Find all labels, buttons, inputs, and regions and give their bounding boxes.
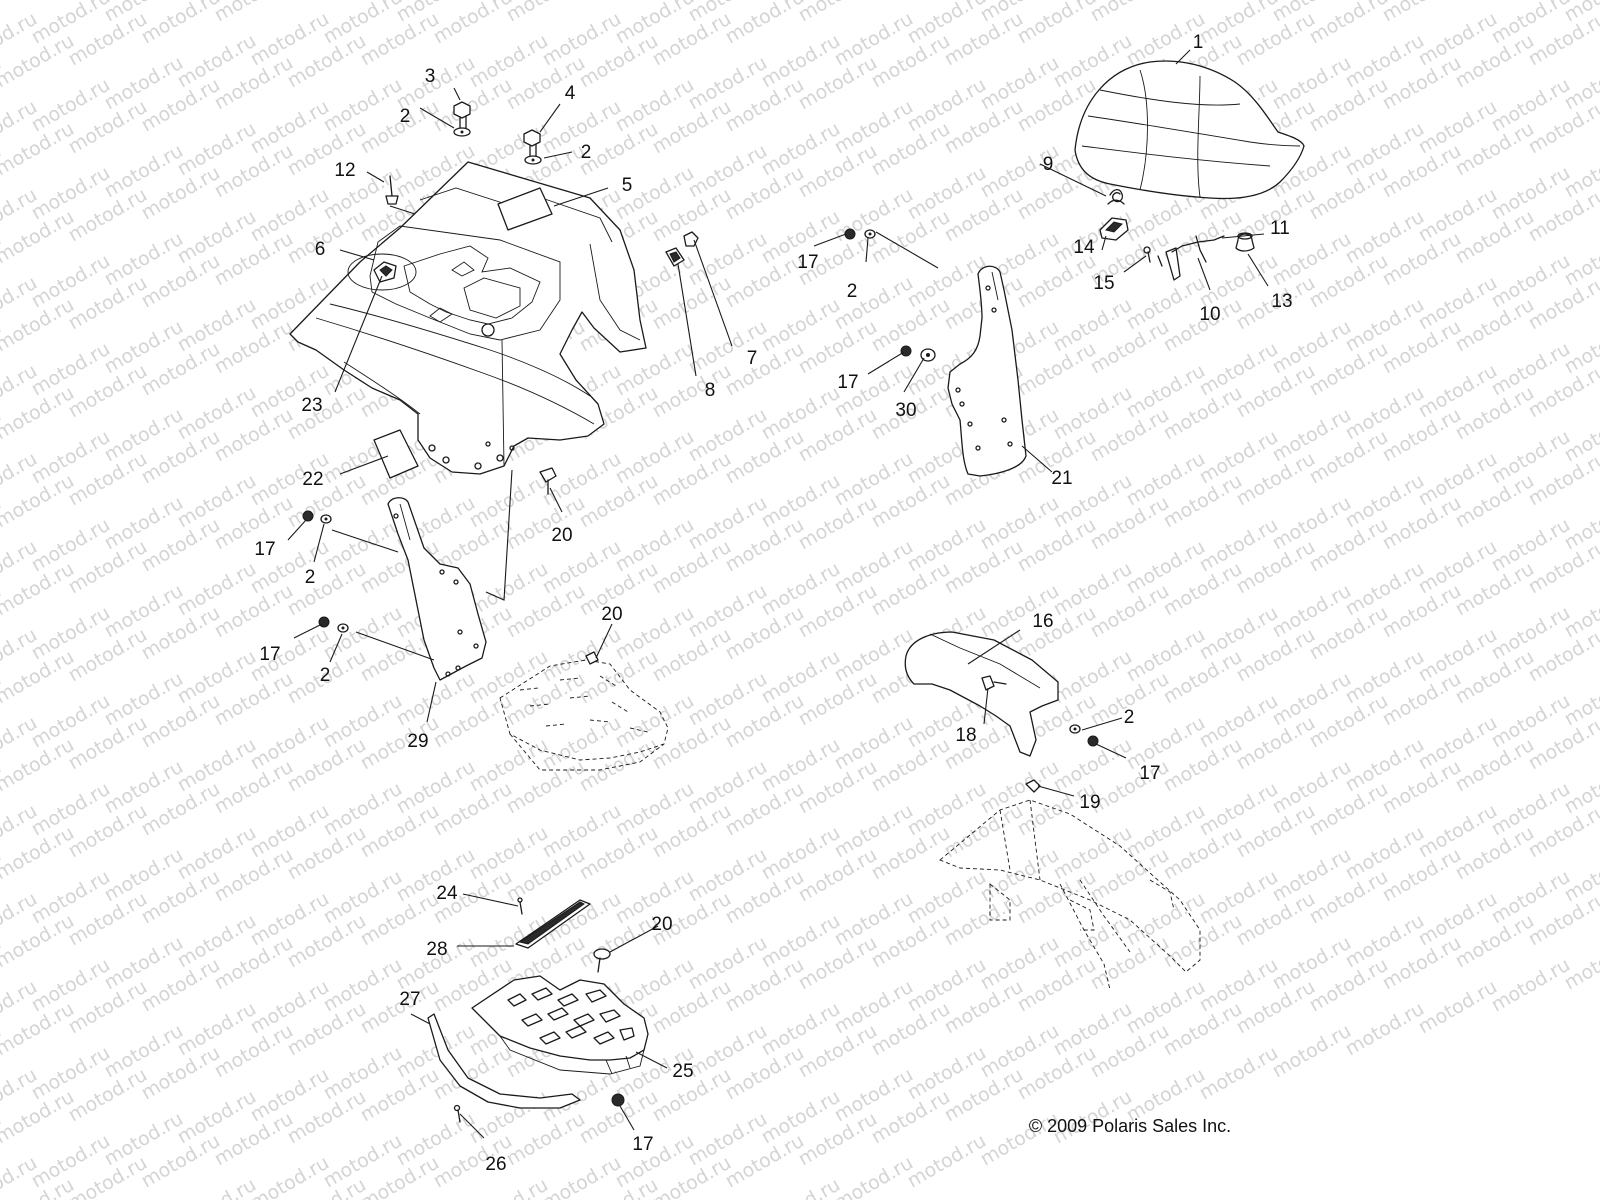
watermark-text: motod.ru	[503, 0, 589, 26]
callout-2-left-upper: 2	[305, 567, 316, 588]
callout-18: 18	[955, 725, 976, 746]
callout-7: 7	[747, 348, 758, 369]
pin-part	[1143, 246, 1151, 263]
warning-decal-part	[373, 429, 419, 479]
watermark-text: motod.ru	[1342, 998, 1428, 1061]
seat-part	[1074, 60, 1305, 200]
nut-washer-set-lower-right	[1069, 724, 1099, 747]
callout-29: 29	[407, 731, 428, 752]
footrest-ghost-part	[499, 651, 669, 771]
nut-washer-set-upper-right	[844, 228, 936, 362]
callout-2-shield: 2	[1124, 707, 1135, 728]
watermark-text: motod.ru	[1488, 954, 1574, 1017]
callout-17-right-lower: 17	[837, 372, 858, 393]
seat-latch-assembly-part	[1157, 235, 1225, 281]
screw-strip-set	[515, 897, 591, 949]
watermark-text: motod.ru	[795, 0, 881, 26]
watermark-text: motod.ru	[1269, 1020, 1355, 1083]
callout-17-bottom: 17	[632, 1134, 653, 1155]
callout-20-fender: 20	[551, 525, 572, 546]
latch-knob-part	[347, 253, 417, 291]
heat-shield-part	[904, 631, 1059, 757]
callout-labels-layer: 1 2 3 4 2 5 6 7 8 9 10 11 12 13 14 15 16…	[254, 32, 1292, 1175]
watermark-text: motod.ru	[284, 0, 370, 4]
rubber-bumper-part	[1235, 232, 1255, 252]
callout-10: 10	[1199, 304, 1220, 325]
callout-17-left-upper: 17	[254, 539, 275, 560]
frame-reference-part	[939, 799, 1201, 991]
watermark-text: motod.ru	[0, 0, 78, 4]
spring-clip-part	[1107, 188, 1125, 205]
parts-layer	[289, 60, 1305, 1123]
screw-lower-part	[593, 948, 611, 973]
callout-4: 4	[565, 83, 576, 104]
decal-part	[497, 187, 553, 231]
callout-16: 16	[1032, 611, 1053, 632]
latch-plate-part	[1099, 217, 1129, 241]
mud-flap-left-part	[387, 497, 487, 681]
callout-14: 14	[1073, 237, 1095, 258]
callout-15: 15	[1093, 273, 1114, 294]
mud-flap-right-part	[947, 265, 1027, 477]
callout-2-left-lower: 2	[320, 665, 331, 686]
rear-fender-part	[289, 161, 647, 475]
bolts-washers-top	[453, 101, 542, 165]
leader-lines-layer	[287, 49, 1269, 1139]
bolt-clip-set-right	[665, 231, 699, 267]
callout-6: 6	[315, 239, 326, 260]
callout-5: 5	[622, 175, 633, 196]
watermark-text: motod.ru	[1160, 0, 1246, 4]
watermark-text: motod.ru	[1087, 0, 1173, 26]
callout-13: 13	[1271, 291, 1292, 312]
watermark-text: motod.ru	[868, 0, 954, 4]
callout-28: 28	[426, 939, 447, 960]
watermark-text: motod.ru	[1379, 0, 1465, 26]
callout-20-footrest-ghost: 20	[601, 604, 622, 625]
footrest-part	[471, 975, 649, 1075]
callout-17-left-lower: 17	[259, 644, 280, 665]
callout-2-fender-top-right: 2	[581, 142, 592, 163]
callout-9: 9	[1043, 154, 1054, 175]
callout-22: 22	[302, 469, 323, 490]
callout-11: 11	[1270, 218, 1290, 239]
callout-20-footrest: 20	[651, 914, 672, 935]
callout-24: 24	[436, 883, 458, 904]
callout-1: 1	[1193, 32, 1204, 53]
callout-21: 21	[1051, 468, 1072, 489]
callout-8: 8	[705, 380, 716, 401]
callout-26: 26	[485, 1154, 506, 1175]
screw-middle-part	[539, 467, 557, 495]
watermark-text: motod.ru	[576, 0, 662, 4]
screw-nut-bottom-set	[453, 1093, 625, 1123]
trim-strip-part	[427, 1013, 581, 1109]
watermark-text: motod.ru	[904, 1130, 990, 1193]
watermark-text: motod.ru	[211, 0, 297, 26]
callout-17-shield: 17	[1139, 763, 1160, 784]
callout-19: 19	[1079, 792, 1100, 813]
callout-3: 3	[425, 66, 436, 87]
watermark-text: motod.ru	[1452, 0, 1538, 4]
callout-23: 23	[301, 395, 322, 416]
push-rivet-part	[385, 175, 399, 205]
callout-27: 27	[399, 989, 420, 1010]
watermark-text: motod.ru	[1196, 1042, 1282, 1105]
callout-25: 25	[672, 1061, 693, 1082]
callout-12: 12	[334, 160, 355, 181]
callout-2-fender-top-left: 2	[400, 106, 411, 127]
copyright-notice: © 2009 Polaris Sales Inc.	[1029, 1116, 1231, 1136]
callout-2-right-upper: 2	[847, 281, 858, 302]
callout-30: 30	[895, 400, 916, 421]
callout-17-right-upper: 17	[797, 252, 818, 273]
watermark-text: motod.ru	[1415, 976, 1501, 1039]
